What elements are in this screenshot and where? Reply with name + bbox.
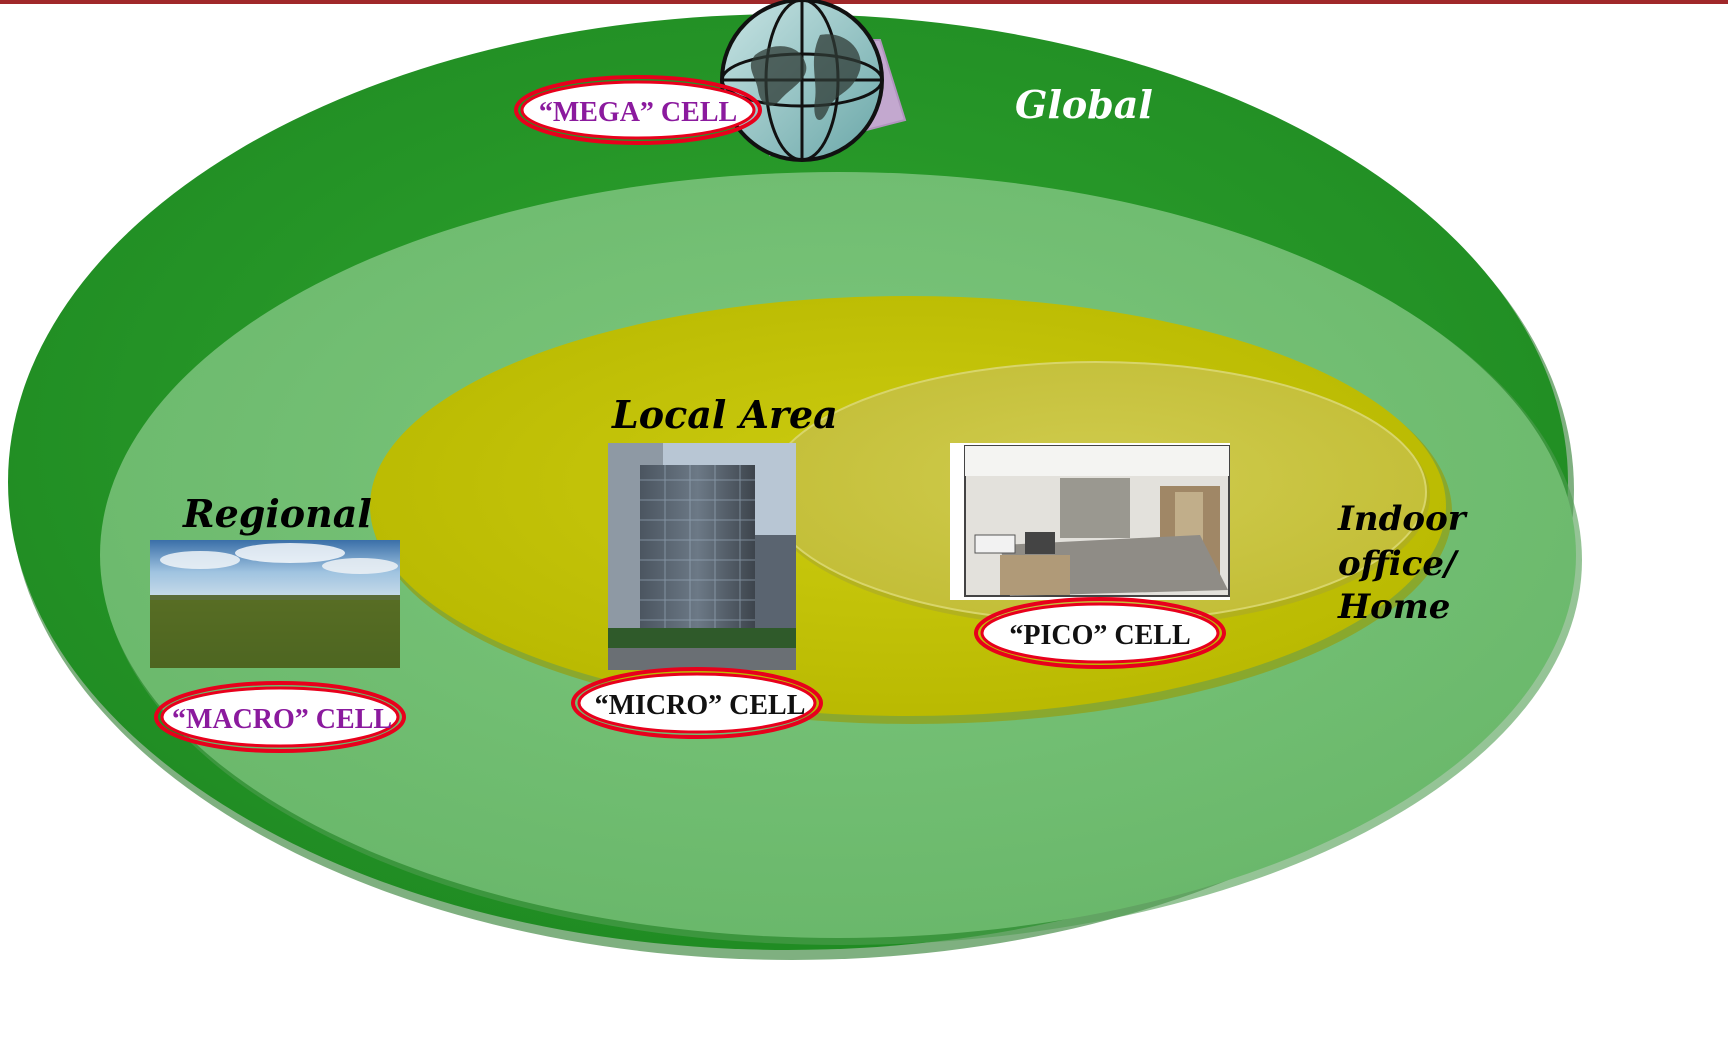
top-rule [0, 0, 1728, 4]
micro-cell-label: “MICRO” CELL [595, 690, 806, 721]
mega-cell-label: “MEGA” CELL [539, 97, 737, 128]
indoor-label-line2: office/ [1338, 544, 1460, 584]
macro-cell-badge: “MACRO” CELL [154, 681, 406, 753]
office-interior-photo [950, 443, 1230, 600]
pico-cell-badge: “PICO” CELL [974, 597, 1226, 669]
global-label: Global [1015, 82, 1153, 127]
field-photo [150, 540, 400, 668]
indoor-label-line3: Home [1337, 587, 1450, 627]
mega-cell-badge: “MEGA” CELL [514, 75, 762, 145]
indoor-label-line1: Indoor [1337, 499, 1468, 539]
macro-cell-label: “MACRO” CELL [172, 704, 392, 735]
local-area-label: Local Area [611, 392, 838, 437]
office-tower-photo [608, 443, 796, 670]
regional-label: Regional [182, 491, 372, 536]
micro-cell-badge: “MICRO” CELL [571, 667, 823, 739]
pico-cell-label: “PICO” CELL [1009, 620, 1190, 651]
